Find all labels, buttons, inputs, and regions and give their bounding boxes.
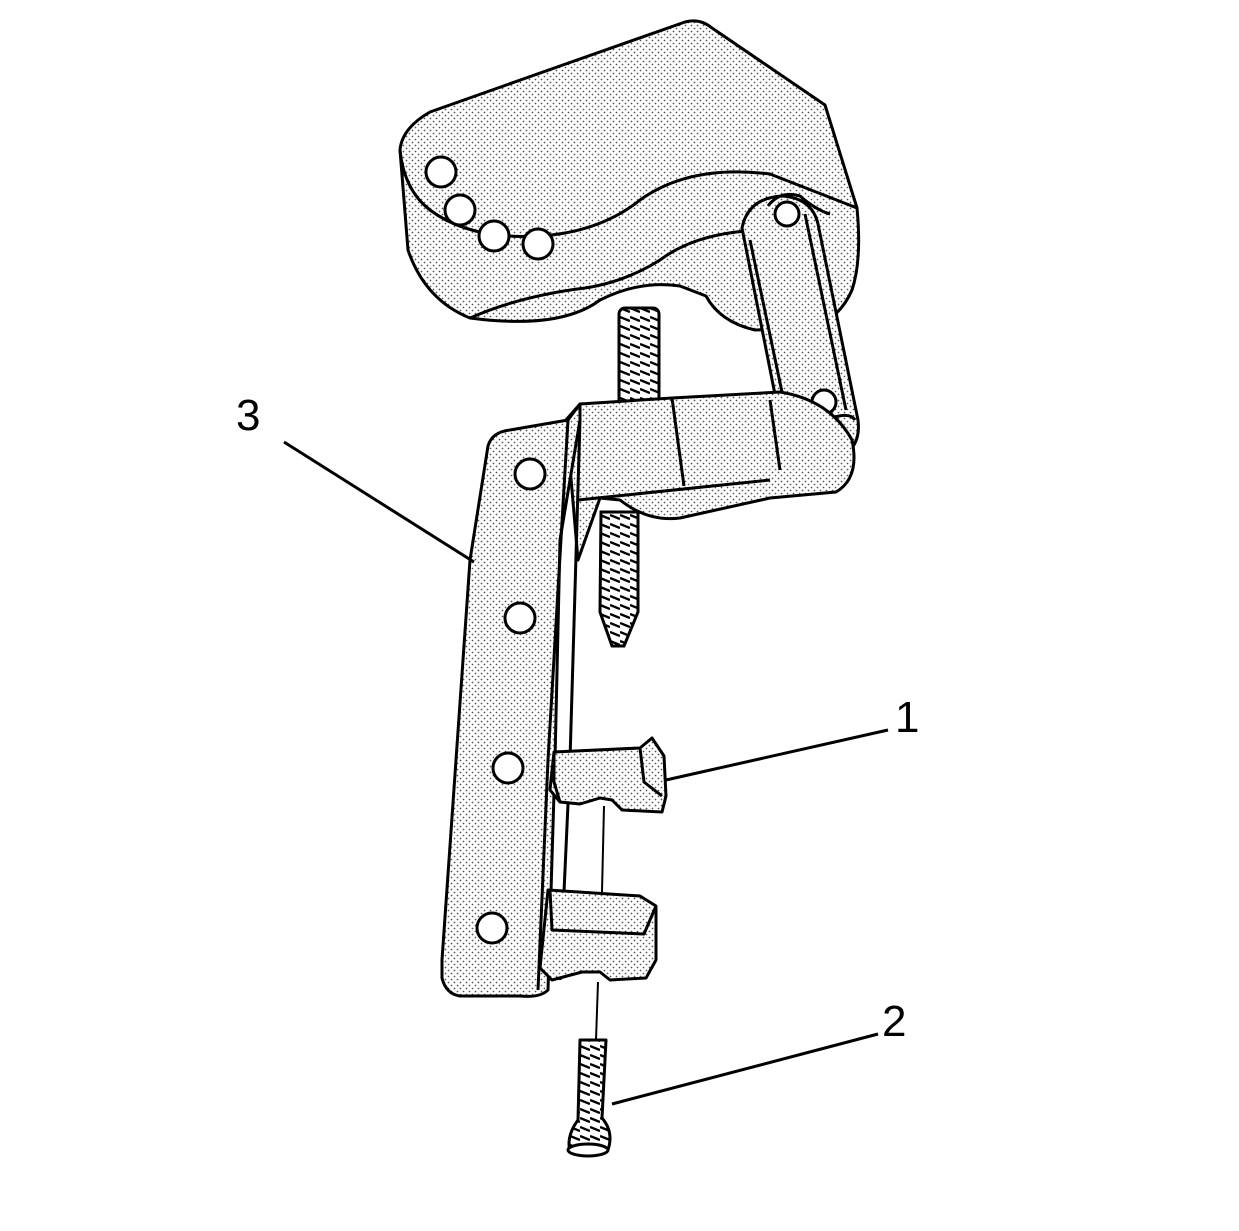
screw [566,1038,612,1158]
hole-icon [424,155,458,189]
hole-icon [491,751,525,785]
upper-hinge-bracket [398,19,861,332]
callout-number: 2 [882,997,907,1046]
stop-bracket [538,888,658,982]
hinge-link-arm [740,192,860,466]
callout-number: 1 [895,693,920,742]
alignment-line [595,805,605,1041]
upper-stud [617,306,661,410]
hole-icon [513,457,547,491]
callout-number: 3 [236,391,261,440]
hole-icon [521,227,555,261]
hole-icon [443,193,477,227]
pivot-pin-icon [773,200,801,228]
hole-icon [477,219,511,253]
hole-icon [475,911,509,945]
leader-line [283,440,889,1106]
hole-icon [503,601,537,635]
retainer-clip [548,736,668,814]
lower-stud [598,510,640,648]
